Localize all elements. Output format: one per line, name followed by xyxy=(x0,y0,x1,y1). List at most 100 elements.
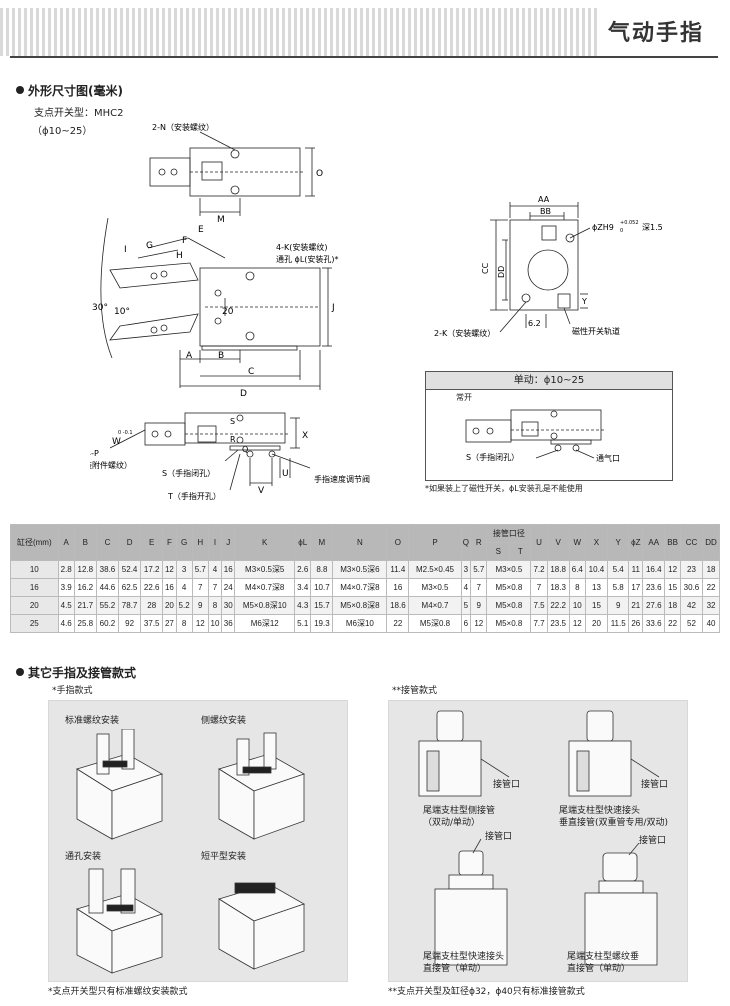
finger-styles-title: *手指款式 xyxy=(52,686,93,696)
table-cell: M5×0.8 xyxy=(486,614,532,633)
table-header-cell: R xyxy=(470,524,488,561)
table-cell-bore: 16 xyxy=(10,578,59,597)
label-e: E xyxy=(198,225,204,235)
table-cell: 9 xyxy=(607,596,630,615)
table-header-cell: A xyxy=(57,524,75,561)
label-x: X xyxy=(302,431,308,441)
label-tol-lower: 0 xyxy=(620,228,623,234)
table-cell: M6深10 xyxy=(332,614,388,633)
table-cell: 52.4 xyxy=(118,560,142,579)
vent-label: 通气口 xyxy=(596,453,620,463)
label-2k: 2-K（安装螺纹） xyxy=(434,328,495,338)
table-cell: 52 xyxy=(679,614,704,633)
table-cell: 16 xyxy=(221,560,236,579)
port-label-4: 接管口 xyxy=(639,836,667,846)
label-through-hole: 通孔 ϕL(安装孔)* xyxy=(276,254,339,264)
label-b: B xyxy=(218,351,224,361)
table-cell: 4.5 xyxy=(57,596,75,615)
table-header-cell: J xyxy=(221,524,236,561)
table-cell: 78.7 xyxy=(118,596,142,615)
table-cell: 5.4 xyxy=(607,560,630,579)
table-cell: M3×0.5 xyxy=(408,578,462,597)
finger-styles-illustration xyxy=(76,729,305,974)
port-label-1: 接管口 xyxy=(493,780,521,790)
table-cell: 22 xyxy=(664,614,681,633)
table-header-cell: P xyxy=(408,524,462,561)
table-cell: 28 xyxy=(140,596,164,615)
table-cell: 22 xyxy=(702,578,720,597)
table-cell: 10 xyxy=(207,614,223,633)
label-j: J xyxy=(331,303,335,313)
table-cell: 16.4 xyxy=(642,560,666,579)
table-cell: 16 xyxy=(386,578,410,597)
table-cell: 9 xyxy=(470,596,488,615)
table-cell: 12 xyxy=(191,614,209,633)
table-cell: 21.7 xyxy=(73,596,97,615)
port-label-3: 接管口 xyxy=(485,832,513,842)
label-rail: 磁性开关轨道 xyxy=(572,326,620,336)
port-style-4: 尾端支柱型螺纹垂 直接管（单动） xyxy=(567,952,640,974)
size-range-label: （ϕ10~25） xyxy=(32,126,93,137)
table-cell: 4.6 xyxy=(57,614,75,633)
table-cell: 4 xyxy=(175,578,193,597)
table-cell: M4×0.7深8 xyxy=(332,578,388,597)
table-cell: 7 xyxy=(470,578,488,597)
table-header-cell: F xyxy=(162,524,177,561)
table-cell: 60.2 xyxy=(95,614,120,633)
label-30deg: 30° xyxy=(92,303,108,313)
table-cell: 12.8 xyxy=(73,560,97,579)
table-cell: 4 xyxy=(460,578,472,597)
label-f: F xyxy=(182,236,187,246)
table-cell: 11 xyxy=(628,560,644,579)
table-header-cell: T xyxy=(509,542,532,561)
table-cell: M4×0.7 xyxy=(408,596,462,615)
label-r: R xyxy=(230,435,236,444)
table-cell: 20 xyxy=(584,614,609,633)
finger-style-standard: 标准螺纹安装 xyxy=(65,716,120,726)
table-header-cell: ϕZ xyxy=(628,524,644,561)
table-cell: 23.6 xyxy=(642,578,666,597)
table-cell: 8 xyxy=(175,614,193,633)
table-cell: 27 xyxy=(162,614,177,633)
finger-style-side: 侧螺纹安装 xyxy=(201,716,247,726)
table-cell: 10.4 xyxy=(584,560,609,579)
table-cell: 38.6 xyxy=(95,560,120,579)
table-cell: 11.5 xyxy=(607,614,630,633)
table-cell: 7.5 xyxy=(530,596,548,615)
header-stripes xyxy=(0,8,600,56)
port-style-2: 尾端支柱型快速接头 垂直接管(双重管专用/双动) xyxy=(559,806,669,828)
label-o: O xyxy=(316,169,323,179)
table-cell: 7 xyxy=(530,578,548,597)
table-cell: 18 xyxy=(702,560,720,579)
label-u: U xyxy=(282,469,289,479)
table-header-cell: D xyxy=(118,524,142,561)
label-cc: CC xyxy=(481,262,490,274)
table-cell: 13 xyxy=(584,578,609,597)
table-cell: 12 xyxy=(470,614,488,633)
table-cell: 42 xyxy=(679,596,704,615)
table-cell: 7.7 xyxy=(530,614,548,633)
table-cell: M4×0.7深8 xyxy=(234,578,296,597)
label-a: A xyxy=(186,351,193,361)
table-cell: 12 xyxy=(162,560,177,579)
label-t-open: T（手指开孔） xyxy=(167,491,221,501)
table-header-cell: B xyxy=(73,524,97,561)
port-styles-note: **支点开关型及缸径ϕ32，ϕ40只有标准接管款式 xyxy=(388,987,585,997)
port-styles-title: **接管款式 xyxy=(392,686,438,696)
table-cell: M5×0.8深10 xyxy=(234,596,296,615)
table-cell: 12 xyxy=(664,560,681,579)
table-cell: 15.7 xyxy=(310,596,334,615)
label-4k: 4-K(安装螺纹) xyxy=(276,242,327,252)
label-w-tol: 0 -0.1 xyxy=(118,430,133,436)
label-w: W xyxy=(112,437,121,447)
label-s: S xyxy=(230,417,235,426)
table-header-pipe: 接管口径 xyxy=(486,524,532,543)
table-cell: 5 xyxy=(460,596,472,615)
port-style-3: 尾端支柱型快速接头 直接管（单动） xyxy=(423,952,505,974)
